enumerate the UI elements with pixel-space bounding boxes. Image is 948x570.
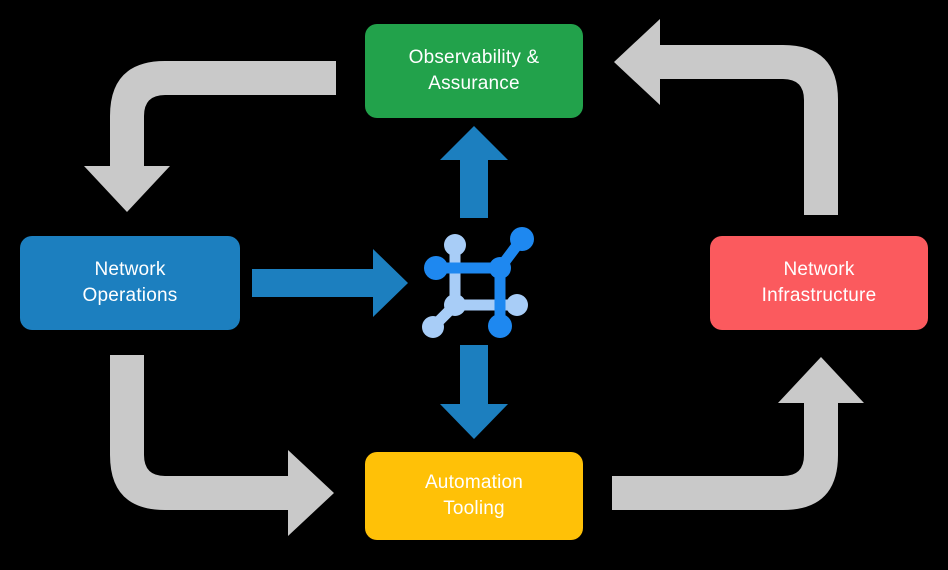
node-label-automation-tooling: Automation Tooling <box>424 472 524 519</box>
connector-observability-to-operations <box>84 61 336 212</box>
connector-operations-to-center <box>252 249 408 317</box>
node-observability-assurance[interactable]: Observability & Assurance <box>365 24 583 118</box>
node-label-observability: Observability & Assurance <box>408 47 540 94</box>
connector-automation-to-infrastructure <box>612 357 864 510</box>
node-network-infrastructure[interactable]: Network Infrastructure <box>710 236 928 330</box>
connector-infrastructure-to-observability <box>614 19 838 215</box>
node-automation-tooling[interactable]: Automation Tooling <box>365 452 583 540</box>
node-label-network-operations: Network Operations <box>82 259 178 306</box>
connector-center-to-observability <box>440 126 508 218</box>
connector-center-to-automation <box>440 345 508 439</box>
node-label-network-infrastructure: Network Infrastructure <box>761 259 877 306</box>
node-network-operations[interactable]: Network Operations <box>20 236 240 330</box>
connector-operations-to-automation <box>110 355 334 536</box>
